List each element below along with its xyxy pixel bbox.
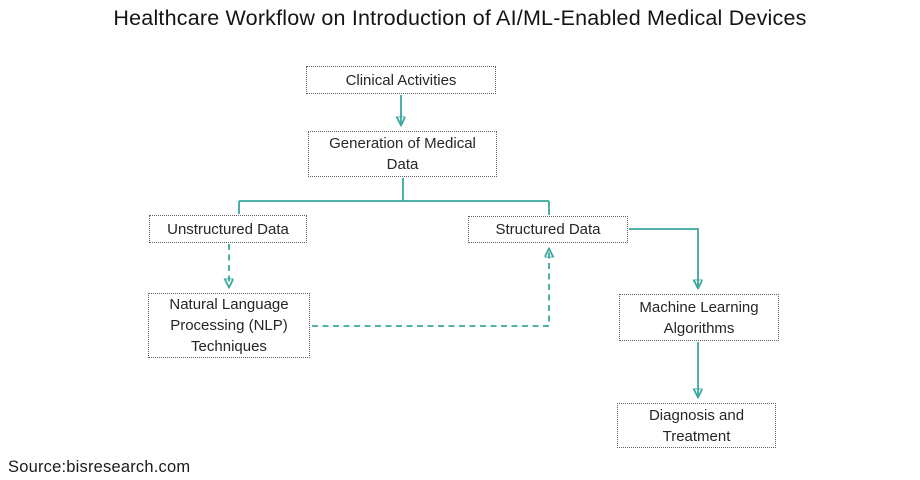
edge-nlp-to-structured	[312, 250, 549, 327]
node-diagnosis-and-treatment: Diagnosis and Treatment	[617, 403, 776, 448]
edge-structured-to-ml	[629, 228, 698, 287]
node-nlp-techniques: Natural Language Processing (NLP) Techni…	[148, 293, 310, 358]
node-machine-learning-algorithms: Machine Learning Algorithms	[619, 294, 779, 341]
node-unstructured-data: Unstructured Data	[149, 215, 307, 243]
node-clinical-activities: Clinical Activities	[306, 66, 496, 94]
edge-generation-split-trunk	[238, 178, 550, 215]
node-generation-of-medical-data: Generation of Medical Data	[308, 131, 497, 177]
node-structured-data: Structured Data	[468, 216, 628, 243]
diagram-title: Healthcare Workflow on Introduction of A…	[113, 6, 807, 30]
source-credit: Source:bisresearch.com	[8, 458, 191, 476]
